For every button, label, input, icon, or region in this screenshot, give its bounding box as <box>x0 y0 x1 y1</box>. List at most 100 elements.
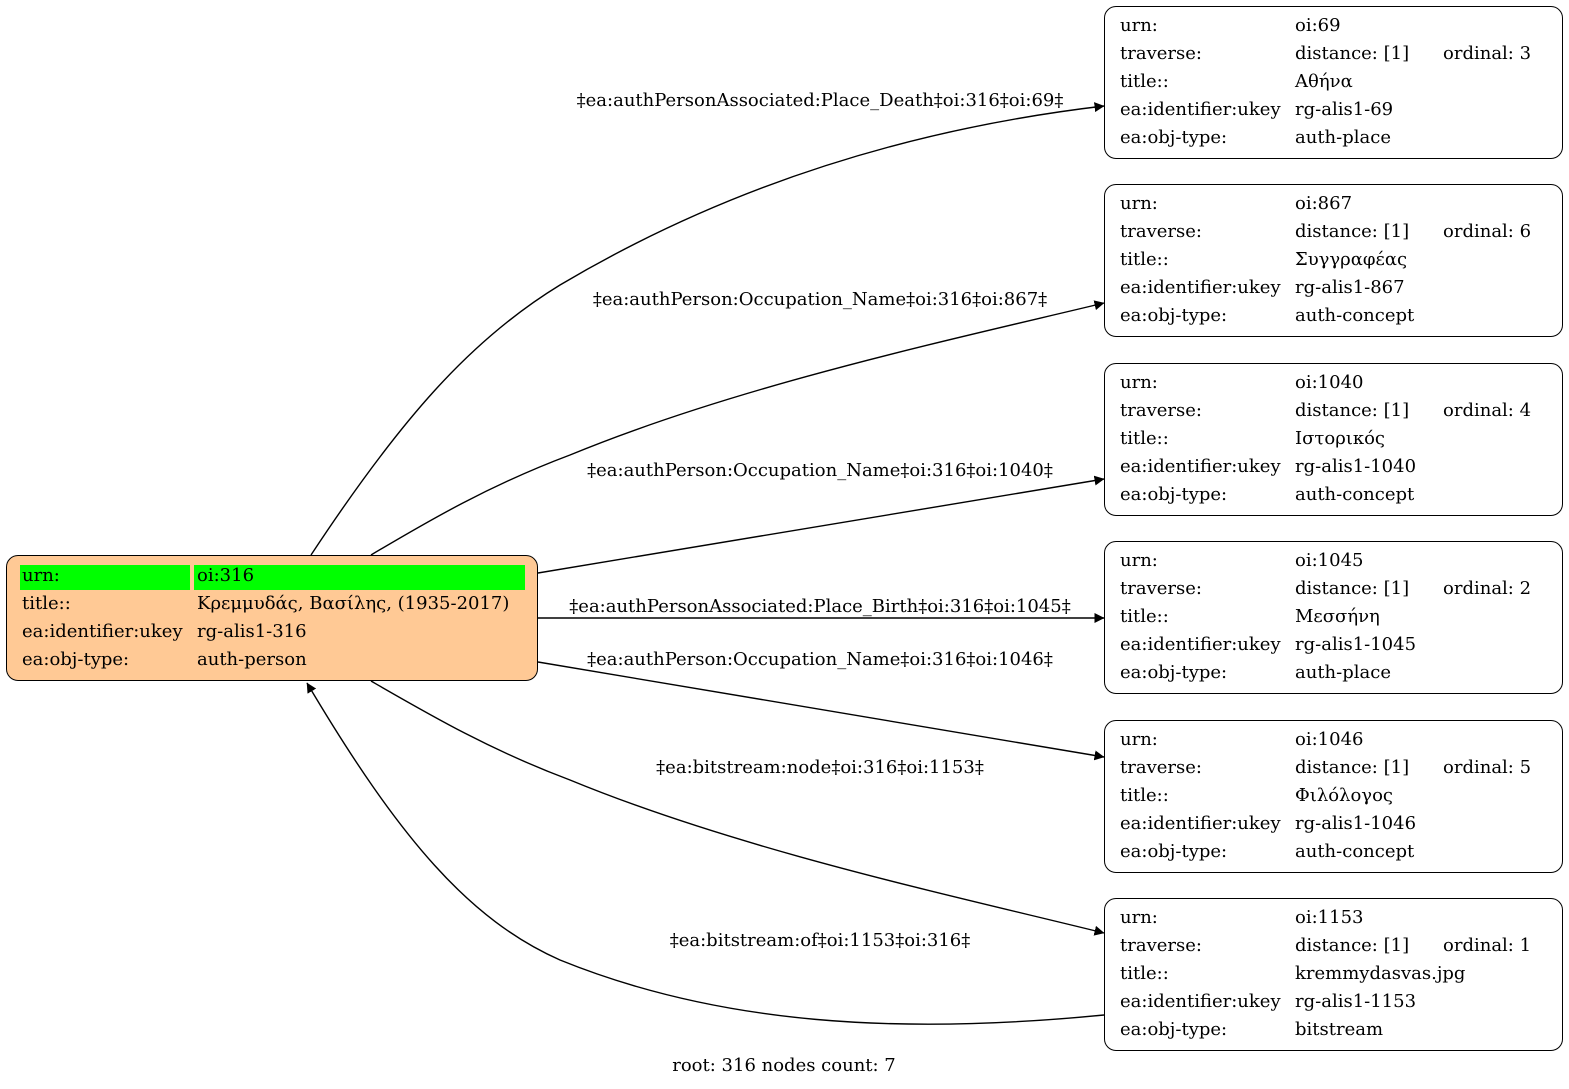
graph-node[interactable]: urn: oi:69 traverse: distance: [1] ordin… <box>1104 6 1563 159</box>
field-value: distance: [1] <box>1295 221 1410 242</box>
field-key: ea:identifier:ukey <box>1120 813 1281 834</box>
field-value: oi:1046 <box>1295 729 1364 750</box>
node-row: ea:identifier:ukey rg-alis1-1045 <box>1105 631 1562 659</box>
field-key: urn: <box>1120 907 1158 928</box>
node-row: ea:identifier:ukey rg-alis1-1046 <box>1105 810 1562 838</box>
field-key: ea:identifier:ukey <box>1120 277 1281 298</box>
field-key: title:: <box>1120 428 1169 449</box>
node-row: ea:obj-type: auth-place <box>1105 659 1562 687</box>
node-row: urn: oi:1153 <box>1105 904 1562 932</box>
field-value: Συγγραφέας <box>1295 249 1408 270</box>
node-row: urn: oi:316 <box>7 562 537 590</box>
node-row: ea:obj-type: auth-concept <box>1105 481 1562 509</box>
field-key: ea:identifier:ukey <box>1120 634 1281 655</box>
field-key: ea:obj-type: <box>1120 484 1228 505</box>
field-value: ordinal: 3 <box>1443 43 1532 64</box>
field-key: ea:obj-type: <box>1120 305 1228 326</box>
node-row: urn: oi:1040 <box>1105 369 1562 397</box>
edge-label: ‡ea:authPersonAssociated:Place_Death‡oi:… <box>576 90 1064 111</box>
field-key: traverse: <box>1120 578 1202 599</box>
graph-footer: root: 316 nodes count: 7 <box>672 1055 896 1076</box>
field-key: ea:obj-type: <box>1120 127 1228 148</box>
field-value: oi:1045 <box>1295 550 1364 571</box>
field-key: urn: <box>22 565 60 586</box>
field-value: ordinal: 6 <box>1443 221 1532 242</box>
field-key: urn: <box>1120 372 1158 393</box>
node-row: traverse: distance: [1] ordinal: 3 <box>1105 40 1562 68</box>
field-value: auth-concept <box>1295 841 1415 862</box>
node-row: title:: Συγγραφέας <box>1105 246 1562 274</box>
urn-value-highlight <box>194 565 525 590</box>
field-key: title:: <box>1120 71 1169 92</box>
urn-key-highlight <box>20 565 190 590</box>
edge-label: ‡ea:authPersonAssociated:Place_Birth‡oi:… <box>569 596 1071 617</box>
graph-node[interactable]: urn: oi:1040 traverse: distance: [1] ord… <box>1104 363 1563 516</box>
field-value: kremmydasvas.jpg <box>1295 963 1466 984</box>
field-value: rg-alis1-69 <box>1295 99 1394 120</box>
edge-place-death <box>310 102 1105 556</box>
node-row: traverse: distance: [1] ordinal: 4 <box>1105 397 1562 425</box>
field-value: Αθήνα <box>1295 71 1353 92</box>
field-value: distance: [1] <box>1295 935 1410 956</box>
field-value: distance: [1] <box>1295 400 1410 421</box>
field-key: ea:obj-type: <box>1120 662 1228 683</box>
edge-occupation-1040 <box>537 475 1105 574</box>
field-value: auth-place <box>1295 127 1391 148</box>
field-key: ea:identifier:ukey <box>1120 991 1281 1012</box>
field-value: Ιστορικός <box>1295 428 1385 449</box>
node-row: urn: oi:1046 <box>1105 726 1562 754</box>
field-value: rg-alis1-867 <box>1295 277 1405 298</box>
field-key: title:: <box>22 593 71 614</box>
field-value: auth-concept <box>1295 305 1415 326</box>
field-value: Μεσσήνη <box>1295 606 1380 627</box>
field-key: ea:identifier:ukey <box>22 621 183 642</box>
node-row: ea:identifier:ukey rg-alis1-316 <box>7 618 537 646</box>
field-key: title:: <box>1120 963 1169 984</box>
edge-label: ‡ea:bitstream:of‡oi:1153‡oi:316‡ <box>669 930 971 951</box>
field-value: Κρεμμυδάς, Βασίλης, (1935-2017) <box>197 593 510 614</box>
field-key: urn: <box>1120 15 1158 36</box>
field-key: ea:obj-type: <box>1120 841 1228 862</box>
field-value: rg-alis1-1045 <box>1295 634 1417 655</box>
edge-label: ‡ea:authPerson:Occupation_Name‡oi:316‡oi… <box>592 289 1048 310</box>
field-value: ordinal: 5 <box>1443 757 1532 778</box>
field-key: ea:identifier:ukey <box>1120 99 1281 120</box>
field-value: ordinal: 4 <box>1443 400 1532 421</box>
node-row: title:: kremmydasvas.jpg <box>1105 960 1562 988</box>
node-row: traverse: distance: [1] ordinal: 2 <box>1105 575 1562 603</box>
node-row: ea:identifier:ukey rg-alis1-1040 <box>1105 453 1562 481</box>
graph-node[interactable]: urn: oi:1153 traverse: distance: [1] ord… <box>1104 898 1563 1051</box>
edge-bitstream-of <box>306 682 1105 1025</box>
edge-label: ‡ea:authPerson:Occupation_Name‡oi:316‡oi… <box>587 460 1053 481</box>
node-row: ea:obj-type: auth-person <box>7 646 537 674</box>
field-value: distance: [1] <box>1295 757 1410 778</box>
graph-node[interactable]: urn: oi:1045 traverse: distance: [1] ord… <box>1104 541 1563 694</box>
graph-node[interactable]: urn: oi:867 traverse: distance: [1] ordi… <box>1104 184 1563 337</box>
node-row: title:: Αθήνα <box>1105 68 1562 96</box>
edge-occupation-867 <box>370 300 1105 556</box>
edge-label: ‡ea:bitstream:node‡oi:316‡oi:1153‡ <box>656 757 984 778</box>
node-row: ea:obj-type: bitstream <box>1105 1016 1562 1044</box>
field-key: ea:obj-type: <box>22 649 130 670</box>
node-row: ea:obj-type: auth-concept <box>1105 302 1562 330</box>
edge-occupation-1046 <box>537 661 1105 761</box>
field-value: ordinal: 2 <box>1443 578 1532 599</box>
node-row: ea:obj-type: auth-concept <box>1105 838 1562 866</box>
field-key: title:: <box>1120 606 1169 627</box>
node-row: title:: Φιλόλογος <box>1105 782 1562 810</box>
edge-label: ‡ea:authPerson:Occupation_Name‡oi:316‡oi… <box>587 649 1053 670</box>
field-value: oi:316 <box>197 565 255 586</box>
node-row: traverse: distance: [1] ordinal: 1 <box>1105 932 1562 960</box>
field-key: title:: <box>1120 249 1169 270</box>
node-row: urn: oi:1045 <box>1105 547 1562 575</box>
node-row: ea:obj-type: auth-place <box>1105 124 1562 152</box>
graph-node[interactable]: urn: oi:1046 traverse: distance: [1] ord… <box>1104 720 1563 873</box>
node-row: title:: Μεσσήνη <box>1105 603 1562 631</box>
field-value: rg-alis1-1046 <box>1295 813 1417 834</box>
field-value: rg-alis1-316 <box>197 621 307 642</box>
node-row: urn: oi:867 <box>1105 190 1562 218</box>
field-value: auth-place <box>1295 662 1391 683</box>
field-value: oi:1153 <box>1295 907 1364 928</box>
node-row: ea:identifier:ukey rg-alis1-1153 <box>1105 988 1562 1016</box>
root-node[interactable]: urn: oi:316 title:: Κρεμμυδάς, Βασίλης, … <box>6 555 538 681</box>
